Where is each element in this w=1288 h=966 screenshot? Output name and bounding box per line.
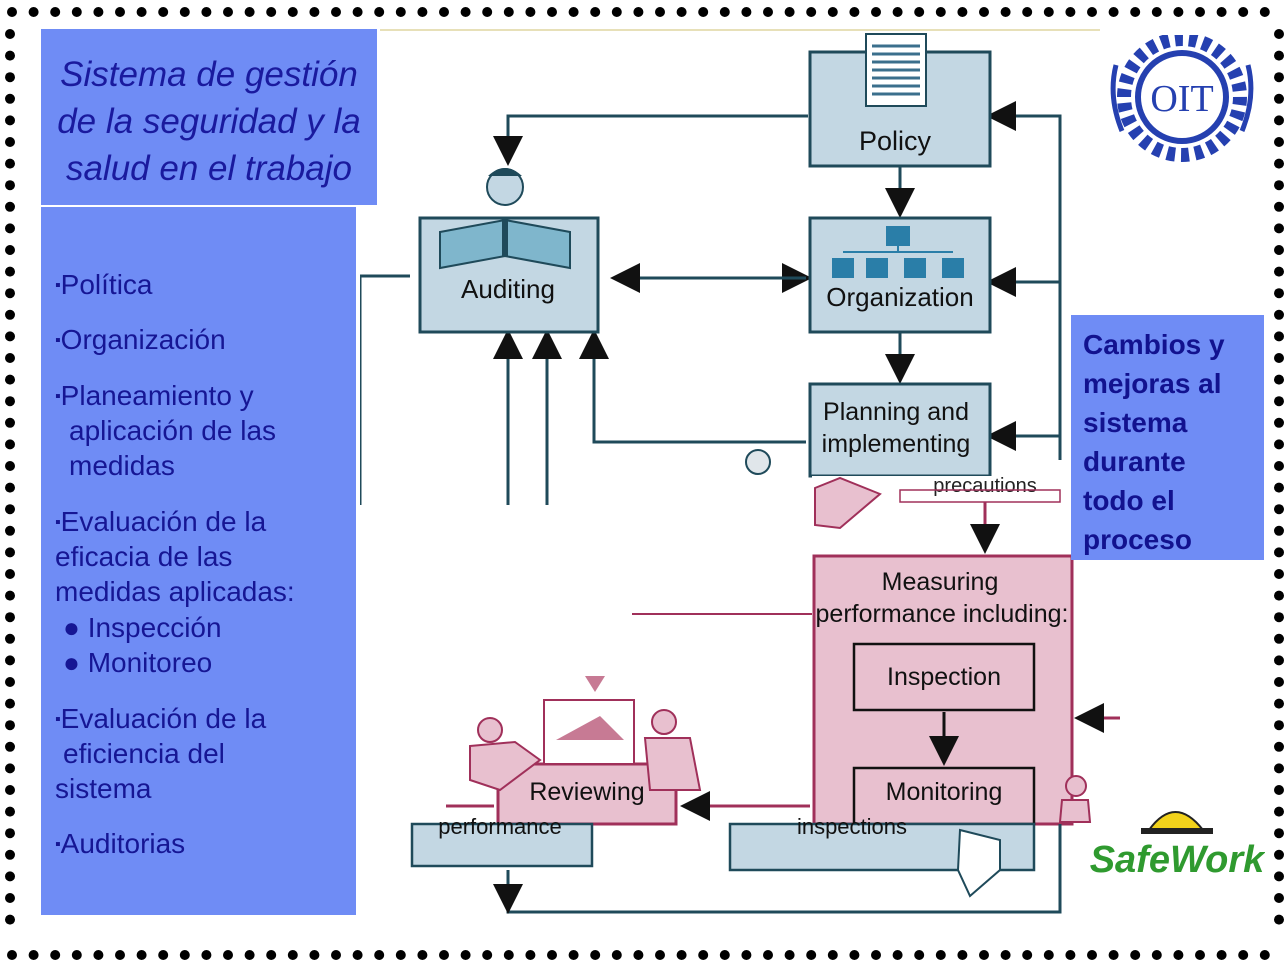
changes-line-1: Cambios y — [1083, 329, 1225, 360]
list-item-evaluacion-eficiencia: ▪Evaluación de la — [55, 703, 267, 734]
title-line-3: salud en el trabajo — [65, 149, 353, 188]
measuring-line-2: performance including: — [816, 600, 1069, 628]
policy-box: Policy — [808, 33, 992, 168]
bullet-icon: ● — [63, 612, 88, 643]
inspection-label: Inspection — [887, 663, 1001, 691]
policy-label: Policy — [859, 126, 932, 156]
list-item-planeamiento-3: medidas — [69, 450, 175, 481]
list-item-monitoreo: ● Monitoreo — [63, 647, 213, 678]
left-list-panel: ▪Política ▪Organización ▪Planeamiento y … — [41, 207, 356, 915]
list-item-auditorias: ▪Auditorias — [55, 828, 186, 859]
planning-line-2: implementing — [822, 430, 971, 458]
changes-box: Cambios y mejoras al sistema durante tod… — [1071, 315, 1264, 560]
changes-line-4: durante — [1083, 446, 1186, 477]
list-item-evaluacion-eficacia: ▪Evaluación de la — [55, 506, 267, 537]
changes-line-2: mejoras al — [1083, 368, 1222, 399]
side-figure — [1058, 775, 1092, 823]
list-item-evaluacion-eficiencia-3: sistema — [55, 773, 152, 804]
title-box: Sistema de gestión de la seguridad y la … — [41, 29, 377, 205]
performance-fragment: performance — [438, 814, 562, 839]
list-item-inspeccion: ● Inspección — [63, 612, 222, 643]
person-reading-icon — [439, 168, 571, 270]
title-line-1: Sistema de gestión — [60, 55, 358, 94]
list-item-planeamiento-2: aplicación de las — [69, 415, 277, 446]
worker-figure — [745, 449, 882, 530]
list-item-evaluacion-eficacia-3: medidas aplicadas: — [55, 576, 295, 607]
list-item-planeamiento: ▪Planeamiento y — [55, 380, 254, 411]
document-icon — [865, 33, 927, 107]
list-item-organizacion: ▪Organización — [55, 324, 226, 355]
auditing-box: Auditing — [418, 168, 600, 334]
ohs-management-diagram: Policy Auditing Organization — [360, 29, 1120, 914]
oit-logo-text: OIT — [1150, 78, 1213, 120]
reviewing-line-1: Reviewing — [529, 778, 644, 806]
safework-logo-icon: SafeWork — [1090, 811, 1265, 881]
changes-line-3: sistema — [1083, 407, 1188, 438]
safework-logo-text: SafeWork — [1090, 839, 1265, 881]
planning-line-3: precautions — [933, 475, 1036, 497]
measuring-box: Measuring performance including: Inspect… — [812, 554, 1074, 826]
changes-line-5: todo el — [1083, 485, 1175, 516]
inspections-fragment: inspections — [797, 814, 907, 839]
title-line-2: de la seguridad y la — [57, 102, 361, 141]
lower-fragment: performance inspections — [410, 814, 1062, 914]
organization-label: Organization — [826, 282, 973, 312]
list-item-evaluacion-eficiencia-2: eficiencia del — [63, 738, 225, 769]
planning-box: Planning and implementing — [808, 382, 992, 478]
monitoring-line-1: Monitoring — [886, 778, 1003, 806]
auditing-label: Auditing — [461, 274, 555, 304]
changes-line-6: proceso — [1083, 524, 1192, 555]
organization-box: Organization — [808, 216, 992, 334]
measuring-line-1: Measuring — [882, 568, 999, 596]
people-figures — [469, 709, 702, 792]
bullet-icon: ● — [63, 647, 88, 678]
list-item-politica: ▪Política — [55, 269, 153, 300]
org-chart-icon — [832, 226, 964, 278]
planning-line-1: Planning and — [823, 398, 969, 426]
list-item-evaluacion-eficacia-2: eficacia de las — [55, 541, 233, 572]
oit-logo-icon: OIT — [1110, 35, 1254, 162]
reviewing-box: Reviewing — [469, 676, 702, 826]
